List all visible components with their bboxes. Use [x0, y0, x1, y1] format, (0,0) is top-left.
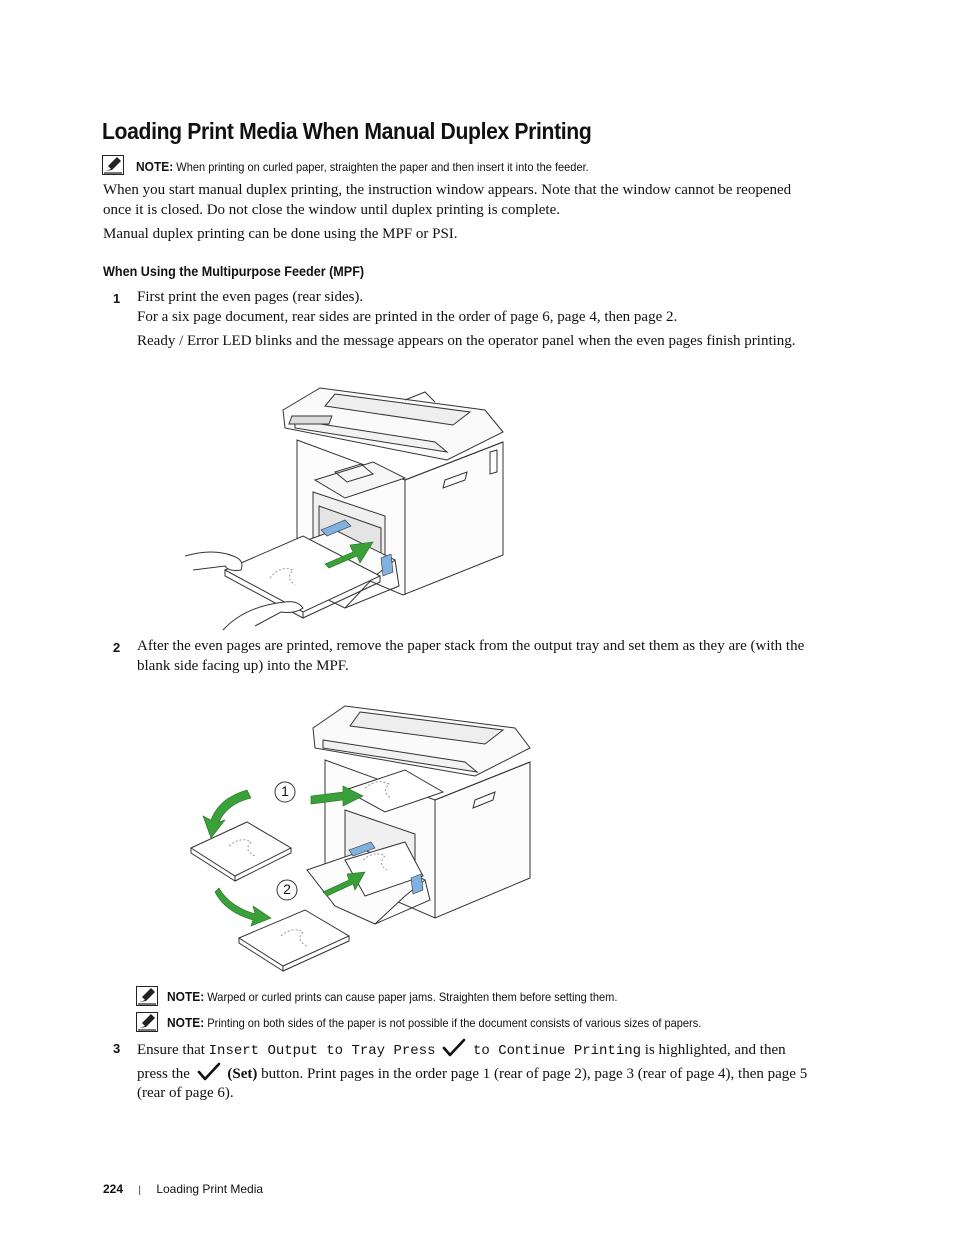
step-line: For a six page document, rear sides are … [137, 308, 678, 325]
note-text: When printing on curled paper, straighte… [176, 160, 589, 174]
figure-callout-1: 1 [281, 783, 289, 799]
checkmark-set-icon [197, 1062, 220, 1080]
footer-separator: | [138, 1185, 141, 1196]
step-2-text: After the even pages are printed, remove… [137, 637, 804, 676]
step-text: button. Print pages in the order page 1 … [261, 1065, 808, 1082]
step-number: 2 [113, 640, 121, 655]
step-number: 3 [113, 1041, 121, 1056]
step-text: is highlighted, and then [644, 1042, 786, 1058]
set-button-label: (Set) [227, 1065, 258, 1082]
step-text: press the [137, 1065, 190, 1082]
step-3-line-1: Ensure that Insert Output to Tray Press … [137, 1038, 807, 1062]
page-heading: Loading Print Media When Manual Duplex P… [102, 118, 592, 144]
section-subheading: When Using the Multipurpose Feeder (MPF) [103, 263, 365, 279]
note-label: NOTE: [136, 159, 174, 174]
step-1-text: First print the even pages (rear sides).… [137, 288, 796, 352]
step-line: First print the even pages (rear sides). [137, 289, 364, 305]
note-text: Warped or curled prints can cause paper … [207, 990, 618, 1004]
note-label: NOTE: [167, 989, 205, 1004]
note-3: NOTE: Printing on both sides of the pape… [167, 1015, 701, 1030]
lcd-message: to Continue Printing [473, 1043, 642, 1059]
step-3-line-3: (rear of page 6). [137, 1085, 234, 1101]
step-line: blank side facing up) into the MPF. [137, 657, 349, 674]
figure-callout-2: 2 [283, 881, 291, 897]
page-number: 224 [103, 1182, 124, 1196]
intro-paragraph: When you start manual duplex printing, t… [103, 181, 791, 220]
intro-line-2: once it is closed. Do not close the wind… [103, 201, 561, 218]
note-pencil-icon [136, 1012, 158, 1032]
note-pencil-icon [102, 155, 124, 175]
note-2: NOTE: Warped or curled prints can cause … [167, 989, 617, 1004]
step-line: Ready / Error LED blinks and the message… [137, 333, 796, 349]
intro-paragraph-2: Manual duplex printing can be done using… [103, 226, 458, 242]
lcd-message: Insert Output to Tray Press [208, 1043, 436, 1059]
step-text: Ensure that [137, 1042, 205, 1058]
note-label: NOTE: [167, 1015, 205, 1030]
step-3-line-2: press the (Set) button. Print pages in t… [137, 1062, 807, 1085]
note-pencil-icon [136, 986, 158, 1006]
footer-section: Loading Print Media [156, 1182, 264, 1196]
note-text: Printing on both sides of the paper is n… [207, 1016, 702, 1030]
note-1: NOTE: When printing on curled paper, str… [136, 159, 589, 174]
figure-load-mpf [185, 387, 504, 631]
figure-reload-stack [189, 705, 531, 972]
checkmark-set-icon [442, 1038, 466, 1057]
step-3-text: Ensure that Insert Output to Tray Press … [137, 1038, 807, 1104]
step-line: After the even pages are printed, remove… [137, 638, 805, 654]
page-footer: 224 | Loading Print Media [103, 1182, 263, 1196]
intro-line-1: When you start manual duplex printing, t… [103, 182, 792, 198]
step-number: 1 [113, 291, 121, 306]
